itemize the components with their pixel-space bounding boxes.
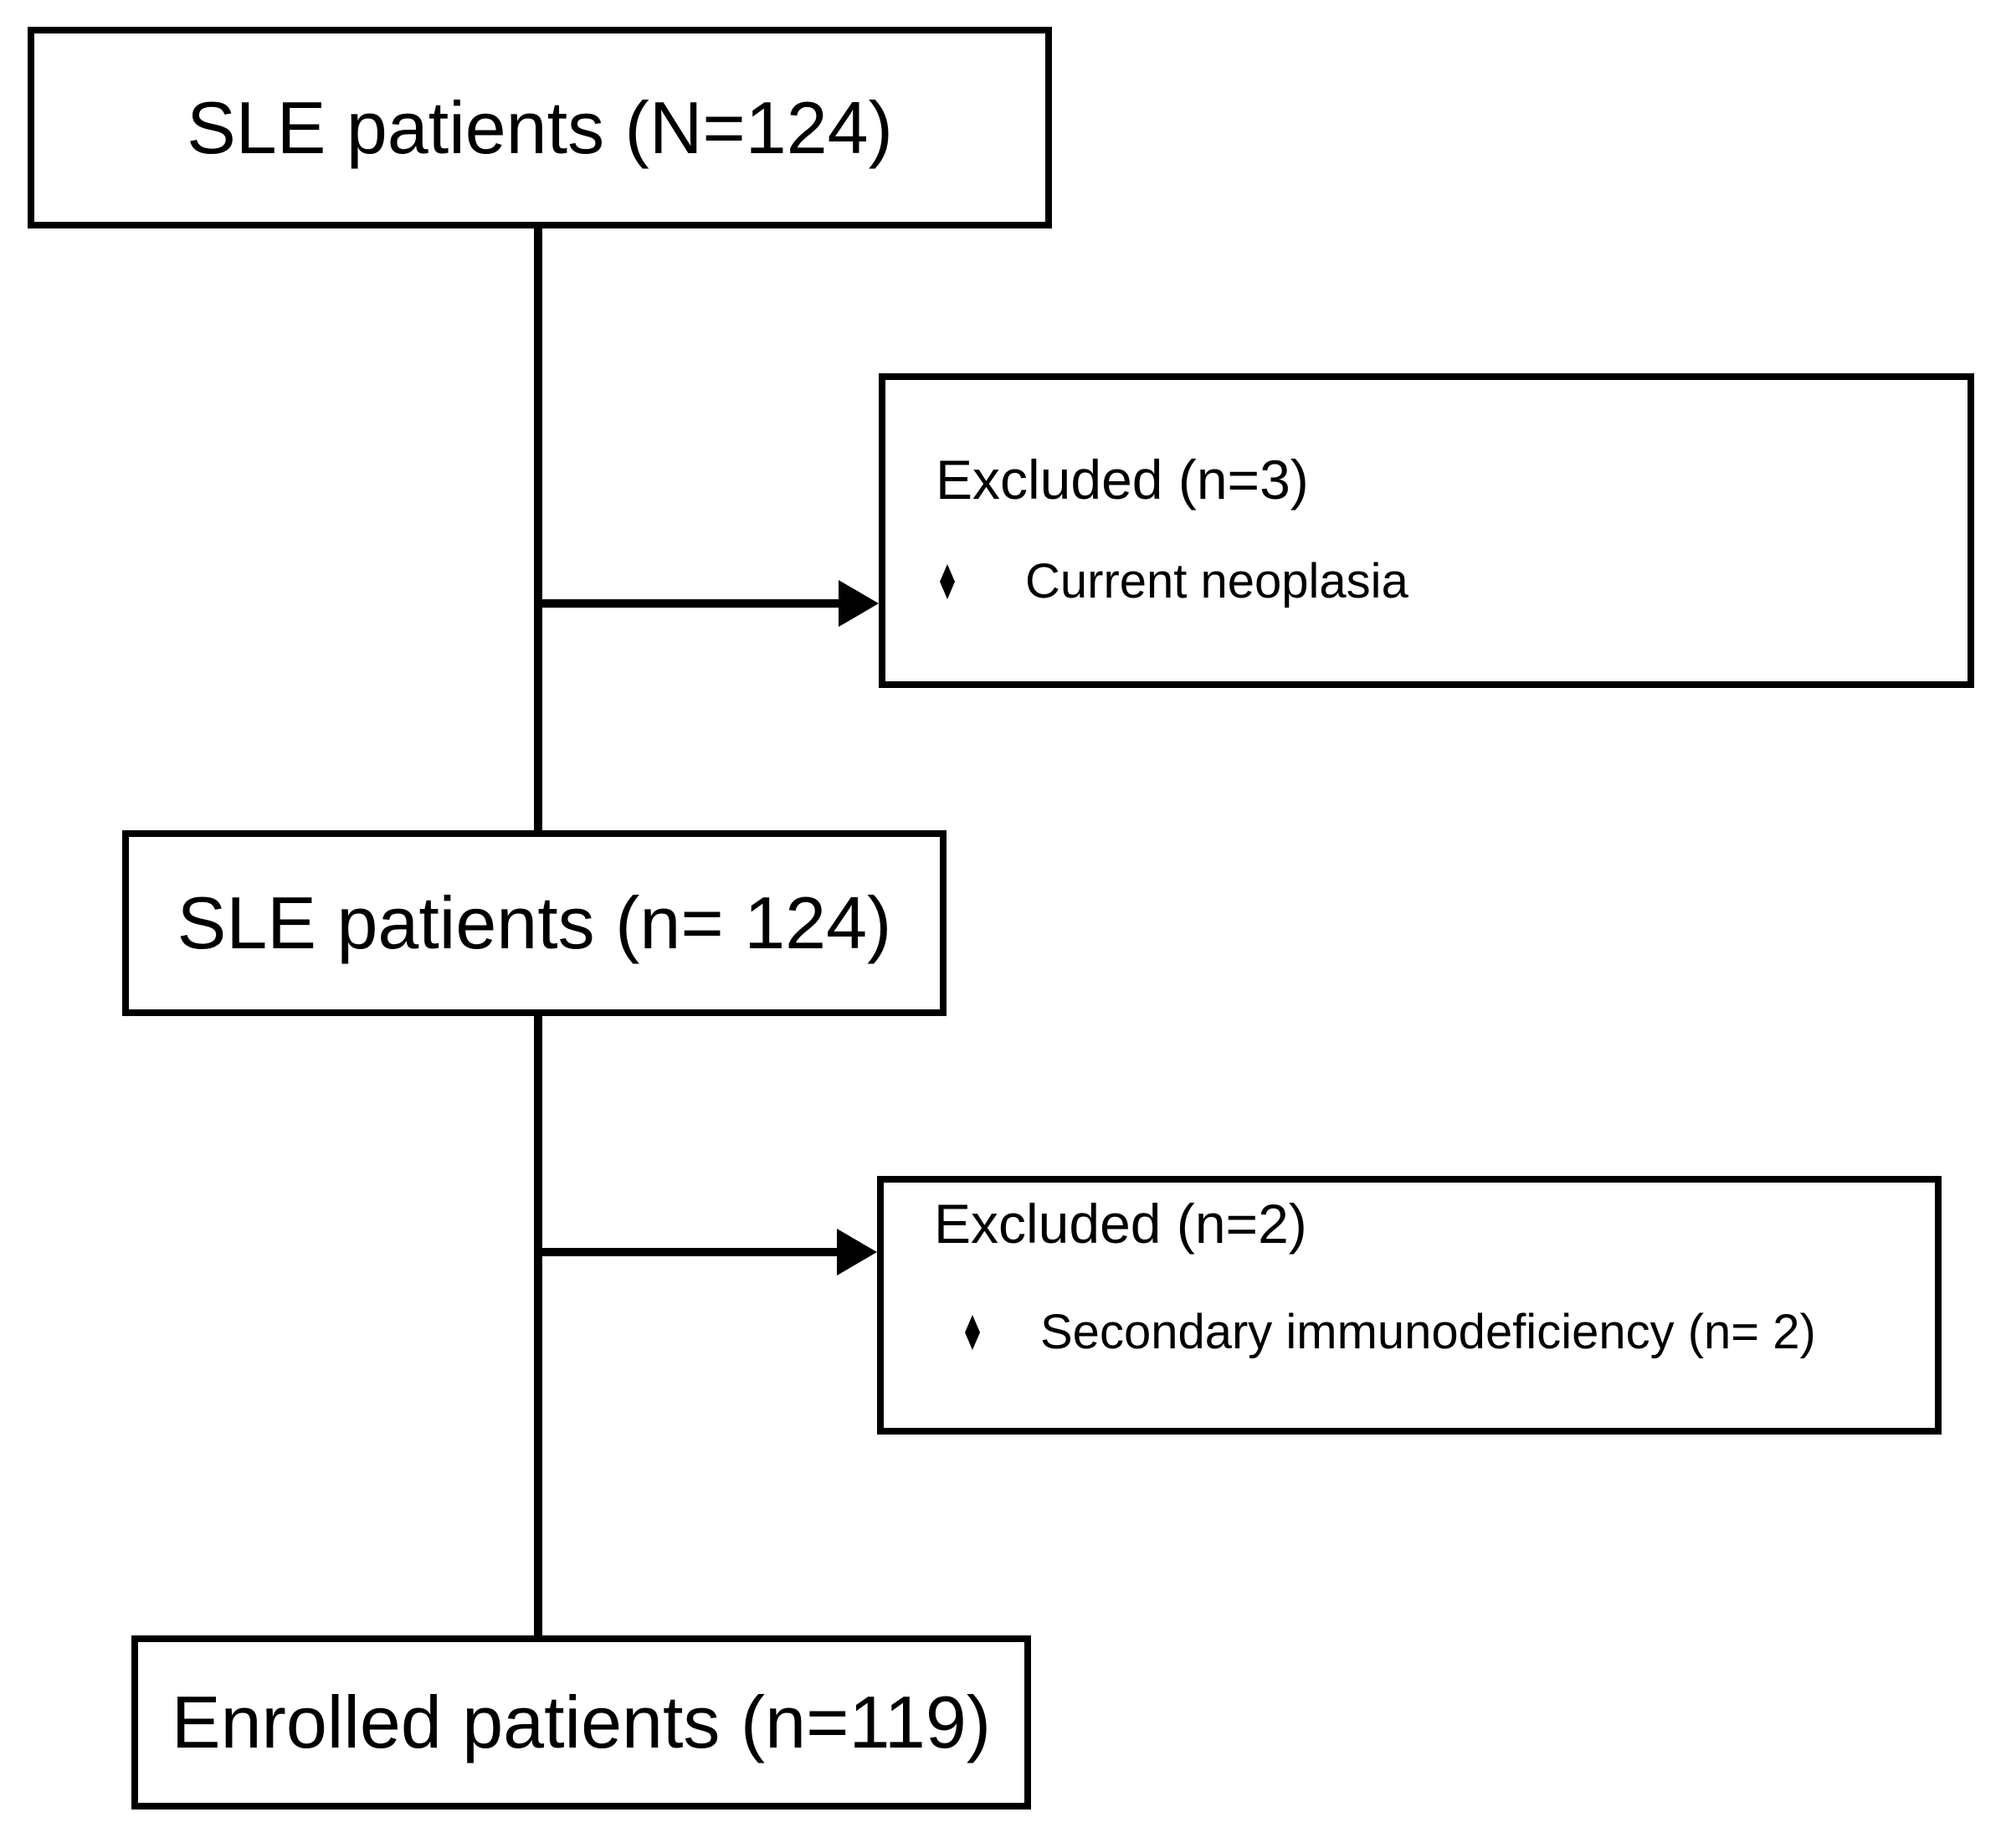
excluded-2-title: Excluded (n=2) bbox=[934, 1193, 1307, 1255]
excluded-1-bullet-row: Current neoplasia bbox=[940, 557, 1408, 606]
box-sle-patients-screened-label: SLE patients (n= 124) bbox=[177, 881, 892, 964]
connector-line-top-to-middle bbox=[534, 228, 542, 830]
arrowhead-icon bbox=[839, 580, 879, 627]
excluded-2-bullet-row: Secondary immunodeficiency (n= 2) bbox=[965, 1308, 1816, 1357]
diamond-bullet-icon bbox=[940, 564, 955, 599]
box-excluded-immunodeficiency: Excluded (n=2) Secondary immunodeficienc… bbox=[877, 1176, 1942, 1435]
box-excluded-neoplasia: Excluded (n=3) Current neoplasia bbox=[879, 373, 1974, 688]
arrow-line-to-excluded-2 bbox=[538, 1248, 839, 1256]
arrowhead-icon bbox=[837, 1229, 877, 1276]
box-sle-patients-screened: SLE patients (n= 124) bbox=[122, 830, 947, 1016]
connector-line-middle-to-bottom bbox=[534, 1016, 542, 1635]
excluded-1-title: Excluded (n=3) bbox=[936, 449, 1309, 511]
box-sle-patients-initial-label: SLE patients (N=124) bbox=[187, 85, 893, 169]
box-enrolled-patients: Enrolled patients (n=119) bbox=[131, 1635, 1031, 1810]
box-sle-patients-initial: SLE patients (N=124) bbox=[28, 27, 1052, 228]
arrow-line-to-excluded-1 bbox=[538, 599, 841, 608]
excluded-2-bullet-text: Secondary immunodeficiency (n= 2) bbox=[1040, 1305, 1816, 1359]
excluded-1-bullet-text: Current neoplasia bbox=[1025, 554, 1408, 608]
box-enrolled-patients-label: Enrolled patients (n=119) bbox=[171, 1681, 992, 1763]
diamond-bullet-icon bbox=[965, 1315, 980, 1350]
